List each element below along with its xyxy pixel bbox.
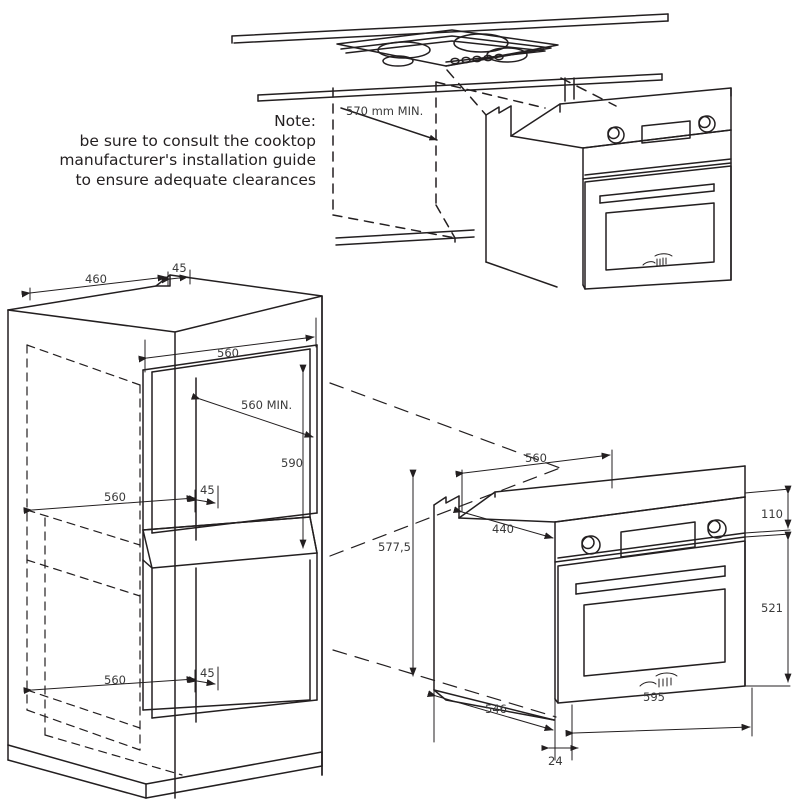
oven-top-perspective bbox=[485, 77, 732, 290]
oven-bottom-knobs[interactable] bbox=[581, 519, 727, 555]
dim-45-lower bbox=[188, 666, 219, 691]
dim-521 bbox=[744, 531, 792, 687]
cooktop-cabinet-opening bbox=[332, 81, 546, 243]
dim-595 bbox=[565, 687, 753, 743]
cabinet-upper-opening bbox=[142, 344, 318, 541]
dim-label-546: 546 bbox=[485, 702, 507, 716]
oven-top-projection-lines bbox=[446, 69, 617, 116]
note-line-1: be sure to consult the cooktop bbox=[79, 131, 316, 150]
dim-label-570-min: 570 mm MIN. bbox=[346, 104, 423, 118]
projection-lines bbox=[329, 382, 561, 718]
dim-label-560-oven: 560 bbox=[525, 451, 547, 465]
dim-546 bbox=[426, 689, 556, 761]
dim-560-upper bbox=[138, 317, 317, 373]
dim-label-560-lower: 560 bbox=[104, 673, 126, 687]
dim-560-oven bbox=[455, 449, 613, 513]
dim-label-521: 521 bbox=[761, 601, 783, 615]
dim-label-45-top: 45 bbox=[172, 261, 187, 275]
dim-45-top bbox=[161, 269, 191, 287]
dim-110 bbox=[744, 485, 792, 534]
dim-label-110: 110 bbox=[761, 507, 783, 521]
dim-label-45-lower: 45 bbox=[200, 666, 215, 680]
cabinet-plinth bbox=[7, 744, 323, 799]
oven-top-display bbox=[641, 120, 691, 144]
dim-label-595: 595 bbox=[643, 690, 665, 704]
dim-label-560-min: 560 MIN. bbox=[241, 398, 292, 412]
note-line-2: manufacturer's installation guide bbox=[59, 151, 316, 169]
cooktop-control-knobs[interactable] bbox=[450, 53, 504, 65]
lower-shelf-edge bbox=[335, 229, 475, 246]
note-heading: Note: bbox=[274, 112, 316, 130]
dim-440 bbox=[452, 506, 554, 540]
note-line-3: to ensure adequate clearances bbox=[75, 170, 316, 189]
dim-label-577-5: 577,5 bbox=[378, 540, 411, 554]
oven-bottom-brand-logo bbox=[639, 672, 678, 688]
oven-top-knobs[interactable] bbox=[607, 115, 716, 144]
cabinet-hidden-edges bbox=[26, 344, 183, 776]
installation-note: Note: be sure to consult the cooktop man… bbox=[48, 112, 316, 190]
countertop-slab bbox=[231, 13, 669, 102]
dim-label-440: 440 bbox=[492, 522, 514, 536]
cabinet-lower-opening bbox=[142, 552, 318, 723]
dim-45-middle bbox=[188, 485, 219, 509]
oven-bottom-perspective bbox=[433, 465, 746, 721]
dim-570-min-leader bbox=[340, 107, 438, 141]
dim-label-460: 460 bbox=[85, 272, 107, 286]
dim-label-560-middle: 560 bbox=[104, 490, 126, 504]
dim-label-560-upper: 560 bbox=[217, 346, 239, 360]
cooktop-burners bbox=[377, 33, 528, 67]
oven-top-brand-logo bbox=[642, 253, 673, 267]
dim-24 bbox=[541, 704, 579, 761]
dim-label-45-middle: 45 bbox=[200, 483, 215, 497]
oven-bottom-display bbox=[620, 521, 696, 558]
dim-560-min bbox=[190, 393, 314, 438]
dim-label-590: 590 bbox=[281, 456, 303, 470]
dim-label-24: 24 bbox=[548, 754, 563, 768]
cabinet-middle-shelf bbox=[142, 516, 318, 569]
